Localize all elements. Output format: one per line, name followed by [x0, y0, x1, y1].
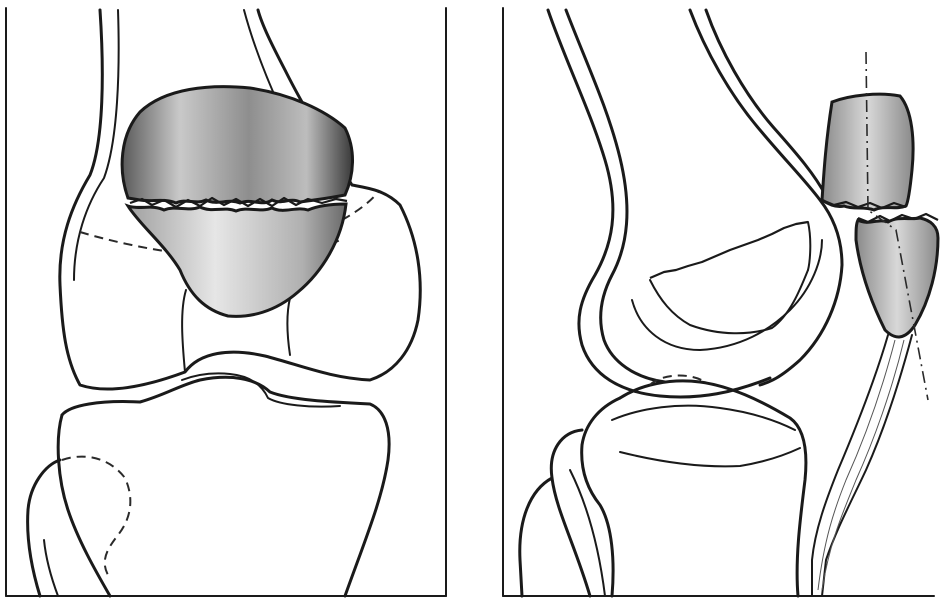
fibula-lateral-outer	[520, 478, 552, 596]
patella-superior-fragment	[122, 87, 352, 203]
anterior-view-panel	[28, 10, 421, 596]
patellar-tendon-fiber-2	[822, 340, 904, 590]
tibia-lateral	[620, 381, 806, 596]
fibula-lateral	[551, 430, 590, 596]
fibula-head	[28, 460, 60, 596]
trochlear-groove-lower	[650, 270, 808, 333]
intercondylar-line-left	[182, 290, 186, 372]
tibia-lateral-plateau-lower	[620, 448, 800, 466]
tibia-anterior	[62, 377, 389, 596]
trochlear-groove-right	[808, 222, 810, 270]
trochlear-groove-line	[650, 222, 808, 278]
fibula-lateral-inner	[570, 470, 605, 596]
femur-lateral-anterior-inner	[706, 10, 826, 196]
patella-inferior-fragment	[128, 204, 346, 316]
fibula-inner	[44, 540, 58, 596]
femur-lateral-posterior-inner	[566, 10, 665, 382]
fibula-dashed-outline	[62, 457, 130, 575]
lateral-view-panel	[520, 10, 938, 596]
tibia-anterior-left-edge	[58, 415, 110, 596]
patellar-tendon-inner	[822, 335, 912, 596]
condyle-dashed-line-right	[342, 192, 378, 220]
intercondylar-line-right	[287, 298, 290, 355]
tibia-lateral-plateau	[612, 406, 795, 430]
